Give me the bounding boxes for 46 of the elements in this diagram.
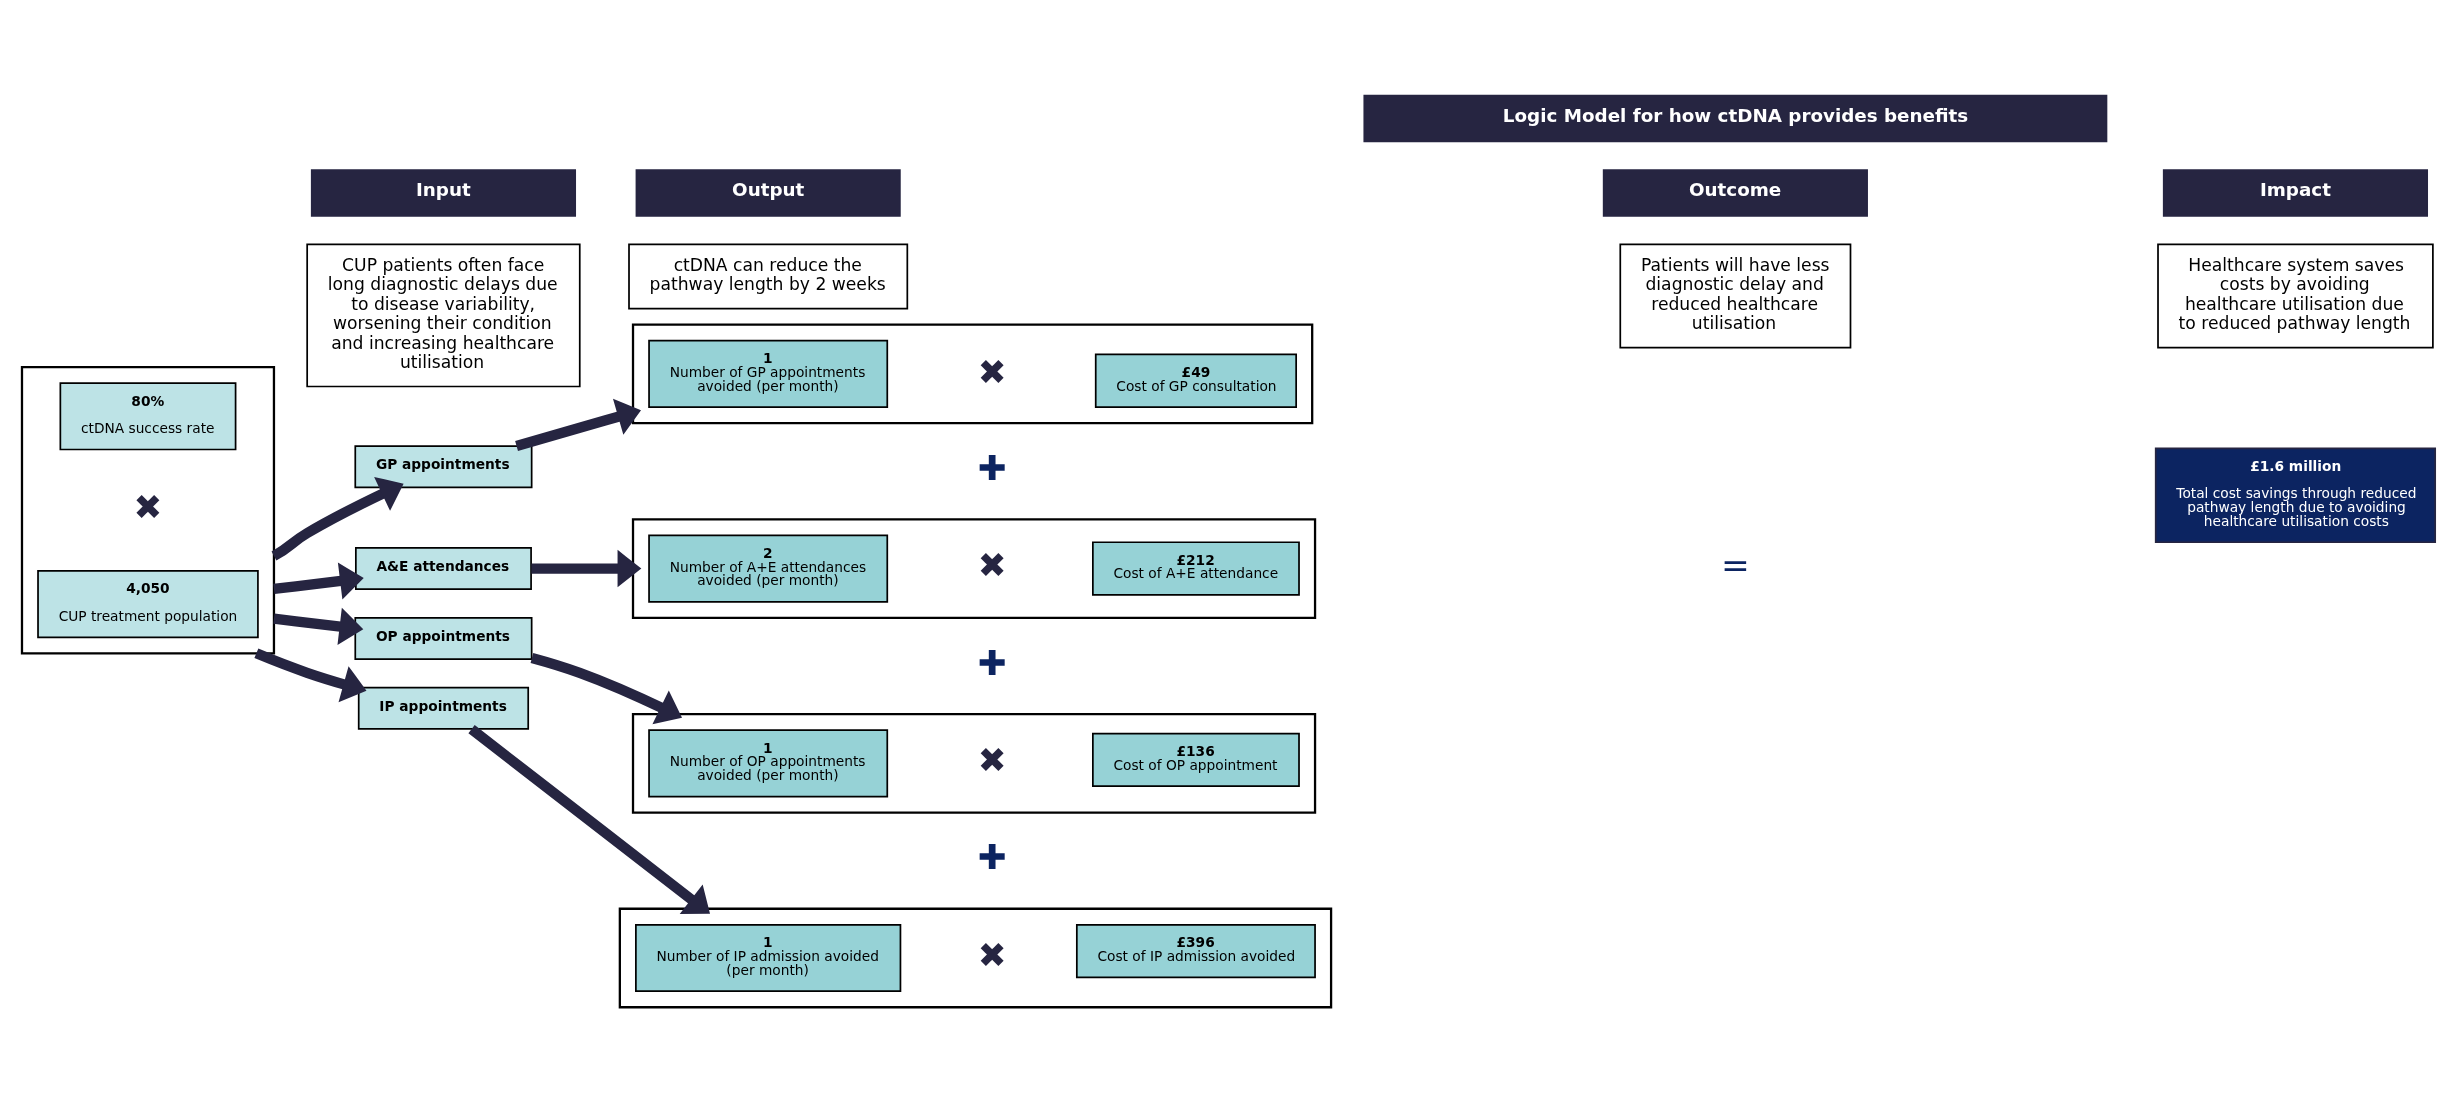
label: ✖: [977, 739, 1007, 780]
arrow: [530, 652, 682, 725]
arrow: [468, 725, 710, 915]
node-box: CUP patients often face long diagnostic delays due to disease variability, worsening their condition and increasing healthcare utilisation: [306, 243, 581, 388]
node-box: Healthcare system saves costs by avoiding healthcare utilisation due to reduced pathway length: [2157, 243, 2434, 349]
cluster: [631, 518, 1317, 619]
label: ✚: [977, 837, 1007, 878]
node-box: Output: [635, 169, 901, 217]
node-box: GP appointments: [354, 445, 533, 489]
node-box: ctDNA can reduce the pathway length by 2 weeks: [628, 243, 909, 310]
node-box: £1.6 million Total cost savings through reduced pathway length due to avoiding healthcare utilisation costs: [2154, 447, 2437, 544]
node-box: Impact: [2162, 169, 2428, 217]
label: ✖: [977, 934, 1007, 975]
cluster: [618, 907, 1333, 1009]
node-box: OP appointments: [354, 617, 533, 660]
node-box: Patients will have less diagnostic delay and reduced healthcare utilisation: [1619, 243, 1852, 349]
node-box: A&E attendances: [355, 547, 532, 591]
label: ✚: [977, 447, 1007, 488]
label: ✖: [977, 545, 1007, 586]
node-box: £396 Cost of IP admission avoided: [1075, 923, 1316, 979]
node-box: Input: [310, 169, 577, 217]
label: =: [1720, 545, 1750, 586]
node-box: £136 Cost of OP appointment: [1092, 732, 1300, 788]
cluster: [631, 323, 1314, 425]
arrow: [254, 648, 367, 703]
node-box: Outcome: [1602, 169, 1868, 217]
arrow: [531, 549, 642, 588]
arrow: [273, 607, 364, 646]
node-box: £49 Cost of GP consultation: [1094, 353, 1297, 408]
node-box: 1 Number of IP admission avoided (per month): [635, 923, 902, 993]
node-box: £212 Cost of A+E attendance: [1092, 541, 1300, 596]
arrow: [273, 562, 364, 600]
arrow: [515, 398, 641, 451]
cluster: [631, 712, 1317, 814]
node-box: 80% ctDNA success rate: [59, 382, 237, 451]
label: ✖: [133, 486, 163, 527]
arrow: [271, 476, 404, 561]
node-box: Logic Model for how ctDNA provides benefits: [1363, 94, 2108, 143]
node-box: 4,050 CUP treatment population: [37, 570, 259, 639]
cluster: [20, 365, 276, 655]
node-box: IP appointments: [357, 686, 530, 730]
node-box: 1 Number of GP appointments avoided (per month): [648, 339, 889, 408]
node-box: 2 Number of A+E attendances avoided (per month): [648, 534, 889, 603]
label: ✚: [977, 642, 1007, 683]
node-box: 1 Number of OP appointments avoided (per month): [648, 729, 889, 798]
label: ✖: [977, 351, 1007, 392]
